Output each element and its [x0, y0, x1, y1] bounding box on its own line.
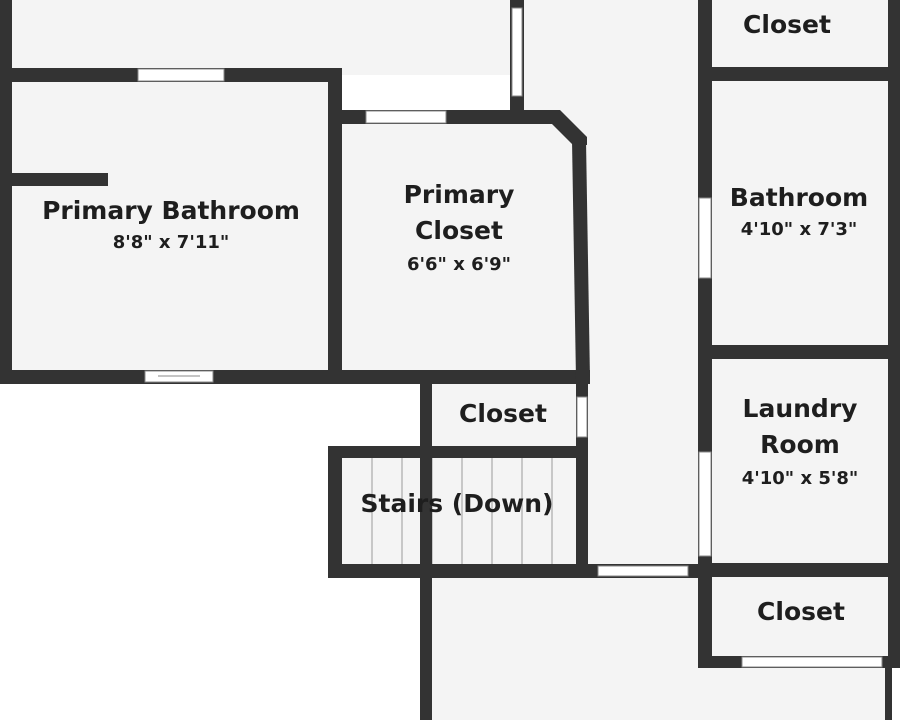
room-dims-primary-bathroom: 8'8" x 7'11" [113, 232, 230, 253]
window [137, 68, 225, 82]
primary-bathroom-floor [10, 75, 335, 377]
doorway [576, 396, 588, 438]
window [741, 656, 883, 668]
doorway [597, 565, 689, 577]
closet-top-floor [705, 0, 895, 75]
window [511, 7, 523, 97]
room-dims-bathroom: 4'10" x 7'3" [741, 219, 858, 240]
room-labels: Closet Primary Bathroom 8'8" x 7'11" Pri… [42, 10, 868, 626]
room-dims-primary-closet: 6'6" x 6'9" [407, 254, 511, 275]
room-name-closet-top: Closet [743, 10, 831, 39]
doorway [698, 451, 712, 557]
room-name-laundry-line2: Room [760, 430, 840, 459]
openings [137, 7, 883, 668]
lower-hall-floor [428, 572, 892, 720]
room-name-primary-closet-line2: Closet [415, 216, 503, 245]
doorway [698, 197, 712, 279]
room-name-primary-bathroom: Primary Bathroom [42, 196, 300, 225]
closet-middle-floor [425, 377, 585, 452]
floor-fills [10, 0, 895, 720]
room-name-bathroom: Bathroom [730, 183, 868, 212]
room-name-closet-middle: Closet [459, 399, 547, 428]
bathroom-floor [705, 75, 895, 352]
stairs-floor [335, 452, 585, 572]
laundry-room-floor [705, 352, 895, 570]
room-name-laundry-line1: Laundry [743, 394, 858, 423]
room-name-stairs: Stairs (Down) [361, 489, 554, 518]
room-name-primary-closet-line1: Primary [404, 180, 515, 209]
window [365, 110, 447, 124]
room-dims-laundry: 4'10" x 5'8" [742, 468, 859, 489]
room-name-closet-bottom: Closet [757, 597, 845, 626]
stair-treads [371, 458, 553, 564]
